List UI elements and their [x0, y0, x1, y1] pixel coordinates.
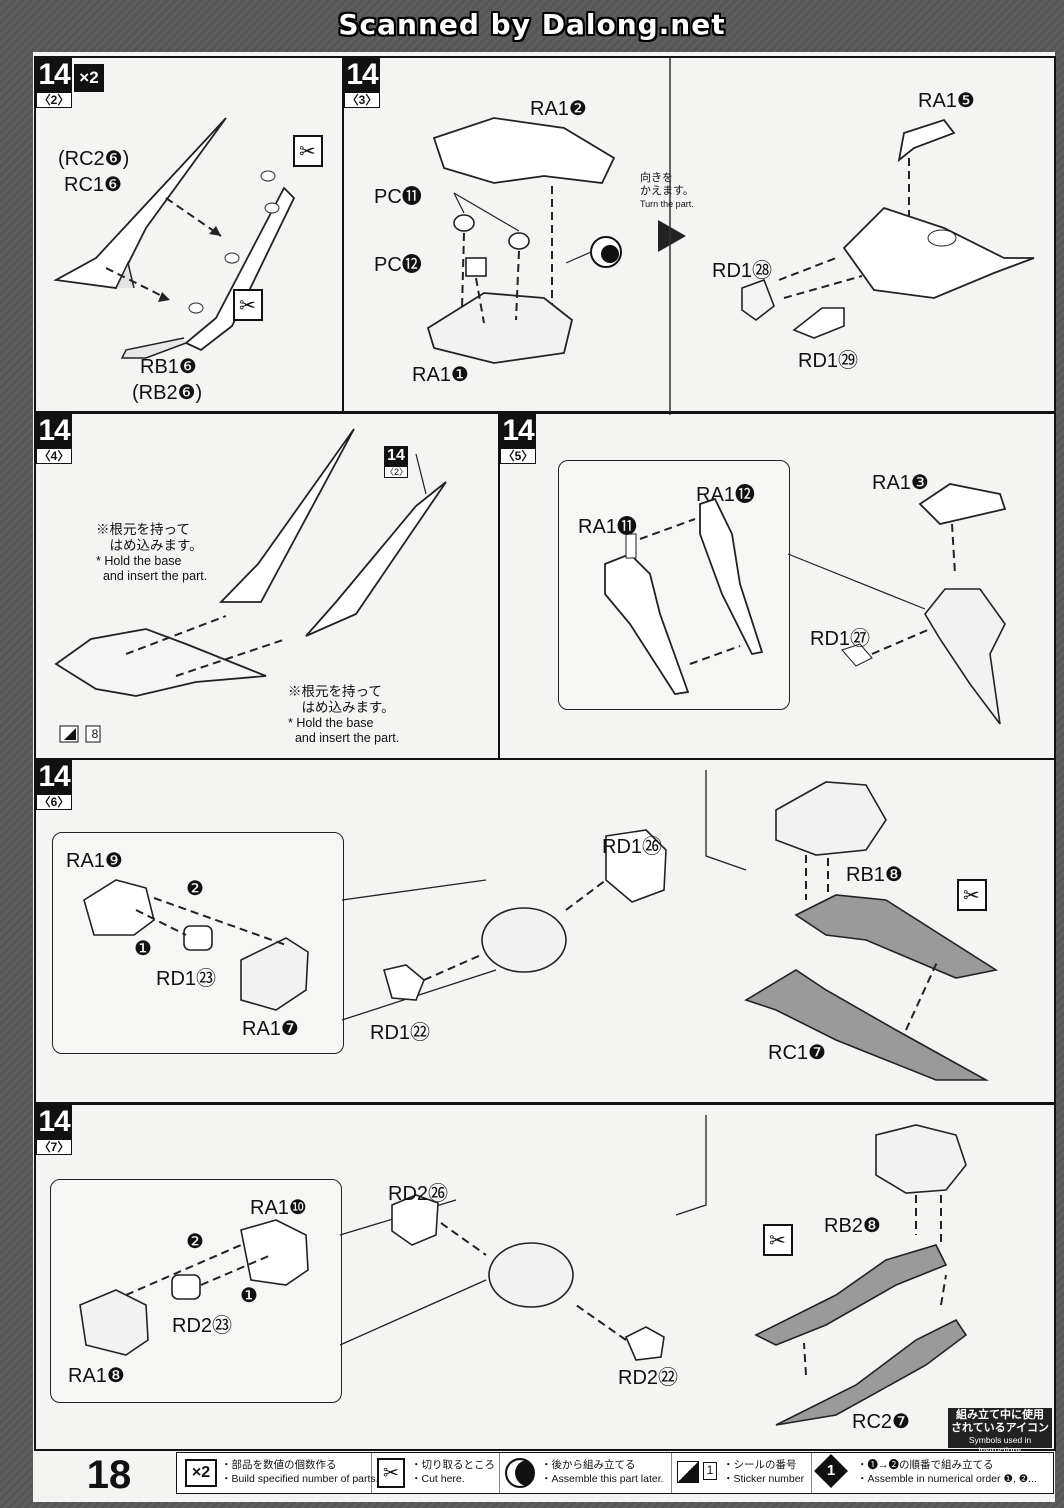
fin-assembly-drawing: [604, 483, 1007, 725]
page-number: 18: [86, 1453, 132, 1497]
legend-order: 1 ・❶→❷の順番で組み立てる ・Assemble in numerical o…: [811, 1453, 1053, 1493]
step-substep: 〈2〉: [36, 92, 72, 108]
part-label-rd1-29: RD1㉙: [798, 350, 859, 372]
legend-cut: ✂ ・切り取るところ ・Cut here.: [371, 1453, 500, 1493]
scan-credit: Scanned by Dalong.net: [338, 8, 726, 41]
thruster-assembly-drawing: ✂: [83, 770, 999, 1081]
part-label-rd1-23: RD1㉓: [156, 968, 217, 990]
part-label-pc12: PC⓬: [374, 254, 422, 276]
symbols-used-box: 組み立て中に使用 されているアイコン Symbols used in instr…: [948, 1408, 1052, 1455]
part-label-ra1-7: RA1❼: [242, 1018, 299, 1040]
step-14-3-panel: 14 〈3〉 RA1❷ PC⓫ PC⓬ RA1❶ RA1❺ RD1㉘ RD1㉙: [342, 56, 1056, 415]
step-substep: 〈7〉: [36, 1139, 72, 1155]
part-label-rd2-23: RD2㉓: [172, 1315, 233, 1337]
part-label-ra1-10: RA1❿: [250, 1197, 307, 1219]
part-label-ra1-9: RA1❾: [66, 850, 123, 872]
sticker-icon: [677, 1461, 699, 1483]
order-marker-2: ❷: [186, 878, 204, 900]
part-label-rb2: (RB2❻): [132, 382, 203, 404]
part-label-rc1: RC1❻: [64, 174, 122, 196]
thruster-assembly-drawing: ✂: [79, 1115, 968, 1426]
cut-icon: ✂: [377, 1458, 405, 1488]
part-label-rd2-22: RD2㉒: [618, 1367, 679, 1389]
part-label-rc1-7: RC1❼: [768, 1042, 826, 1064]
order-marker-2: ❷: [186, 1231, 204, 1253]
part-label-ra1-11: RA1⓫: [578, 516, 637, 538]
svg-text:✂: ✂: [299, 139, 316, 163]
step-number: 14: [36, 58, 72, 92]
step-14-7-panel: 14 〈7〉 ✂ RA1❿ RD2㉓ RA1❽ RD2㉖ RD2㉒ RB2❽ R…: [34, 1103, 1056, 1451]
part-label-rc2: (RC2❻): [58, 148, 130, 170]
turn-part-note: 向きを かえます。 Turn the part.: [640, 172, 694, 211]
part-label-ra1-5: RA1❺: [918, 90, 975, 112]
wing-parts-drawing: ✂ ✂: [53, 117, 323, 359]
order-icon-number: 1: [826, 1462, 836, 1479]
turn-note-en: Turn the part.: [640, 199, 694, 209]
step-number: 14: [36, 760, 72, 794]
hull-assembly-drawing: [426, 58, 1035, 415]
svg-text:✂: ✂: [239, 293, 256, 317]
legend-multiply: ×2 ・部品を数値の個数作る ・Build specified number o…: [177, 1453, 379, 1493]
part-label-rd1-27: RD1㉗: [810, 628, 871, 650]
assemble-later-icon: [505, 1458, 535, 1488]
part-label-rd1-26: RD1㉖: [602, 836, 663, 858]
part-label-rb1: RB1❻: [140, 356, 197, 378]
step-number: 14: [500, 414, 536, 448]
hold-base-note-1: ※根元を持って はめ込みます。 * Hold the base and inse…: [96, 522, 208, 583]
hold-base-note-2: ※根元を持って はめ込みます。 * Hold the base and inse…: [288, 684, 400, 745]
part-label-ra1-12: RA1⓬: [696, 484, 755, 506]
step-14-6-panel: 14 〈6〉 ✂ RA1❾ RD1㉓ RA1❼ RD1㉖ RD1㉒ RB1❽ R…: [34, 758, 1056, 1104]
step-number: 14: [36, 414, 72, 448]
step-substep: 〈6〉: [36, 794, 72, 810]
part-label-ra1-1: RA1❶: [412, 364, 469, 386]
part-label-rc2-7: RC2❼: [852, 1411, 910, 1433]
part-label-rd1-28: RD1㉘: [712, 260, 773, 282]
part-label-rb1-8: RB1❽: [846, 864, 903, 886]
part-label-ra1-2: RA1❷: [530, 98, 587, 120]
order-marker-1: ❶: [240, 1285, 258, 1307]
step-14-4-panel: 14 〈4〉 14 〈2〉 ※根元を持って はめ込みます。 * Hold the…: [34, 412, 500, 760]
order-marker-1: ❶: [134, 938, 152, 960]
step-substep: 〈5〉: [500, 448, 536, 464]
part-label-ra1-3: RA1❸: [872, 472, 929, 494]
multiply-badge: ×2: [74, 64, 104, 92]
sticker-number: 8: [91, 727, 99, 741]
part-label-ra1-8: RA1❽: [68, 1365, 125, 1387]
step-substep: 〈3〉: [344, 92, 380, 108]
legend-later: ・後から組み立てる ・Assemble this part later.: [499, 1453, 672, 1493]
part-label-rb2-8: RB2❽: [824, 1215, 881, 1237]
step-14-2-panel: 14 〈2〉 ×2 ✂ ✂ (RC2❻) RC1❻ RB1❻ (RB2❻): [34, 56, 344, 413]
part-label-rd2-26: RD2㉖: [388, 1183, 449, 1205]
step-substep: 〈4〉: [36, 448, 72, 464]
wing-attach-drawing: [54, 428, 447, 743]
svg-text:✂: ✂: [769, 1228, 786, 1252]
part-label-pc11: PC⓫: [374, 186, 422, 208]
icon-legend: ×2 ・部品を数値の個数作る ・Build specified number o…: [176, 1452, 1054, 1494]
reference-step-badge: 14 〈2〉: [384, 446, 409, 478]
turn-note-jp: 向きを かえます。: [640, 172, 694, 197]
svg-text:✂: ✂: [963, 883, 980, 907]
part-label-rd1-22: RD1㉒: [370, 1022, 431, 1044]
legend-sticker: 1 ・シールの番号 ・Sticker number: [671, 1453, 812, 1493]
multiply-icon: ×2: [185, 1459, 217, 1487]
step-number: 14: [36, 1105, 72, 1139]
sticker-number-box: 1: [703, 1462, 717, 1480]
step-14-5-panel: 14 〈5〉 RA1⓬ RA1⓫ RA1❸ RD1㉗: [498, 412, 1056, 760]
step-number: 14: [344, 58, 380, 92]
